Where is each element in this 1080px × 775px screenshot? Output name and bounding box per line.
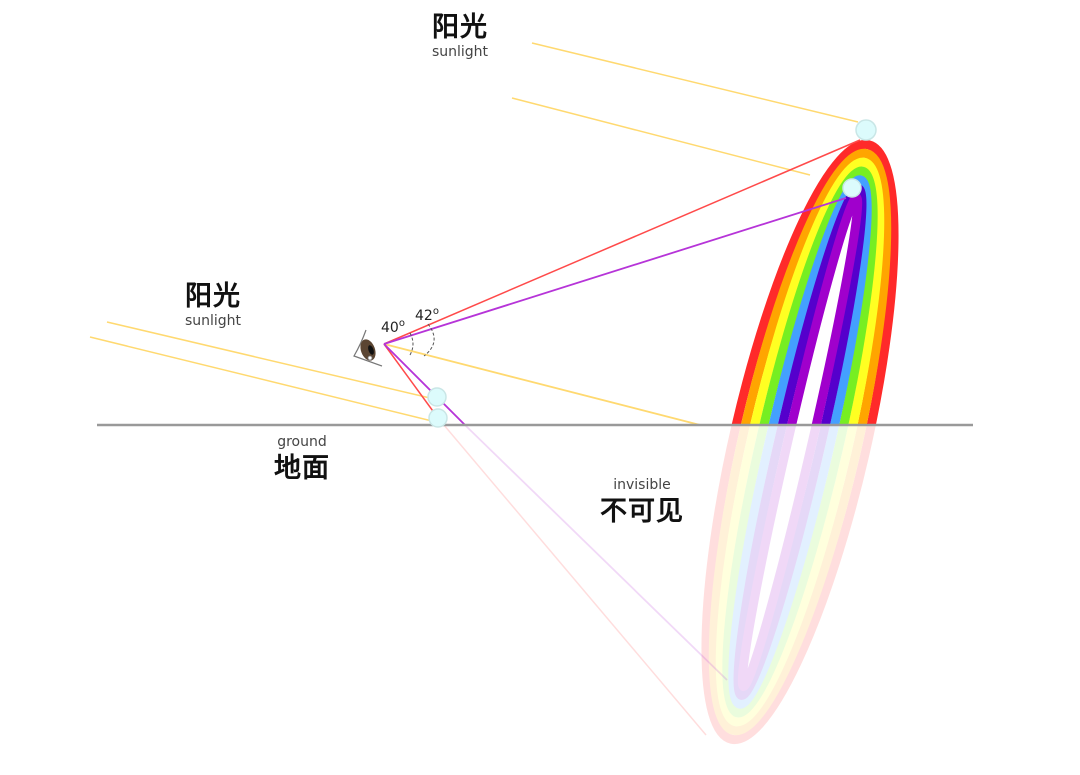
sunlight-label-top: 阳光 sunlight bbox=[422, 14, 498, 59]
red-ray-below-ground bbox=[437, 417, 707, 736]
sunlight-label-left-zh: 阳光 bbox=[185, 281, 241, 312]
red-ray-lower bbox=[383, 343, 439, 419]
red-ray-upper bbox=[383, 139, 861, 345]
droplet-top-red bbox=[855, 119, 877, 141]
sunlight-label-left: 阳光 sunlight bbox=[175, 283, 251, 328]
invisible-label-en: invisible bbox=[613, 477, 671, 493]
droplet-low-violet bbox=[427, 387, 447, 407]
angle-label-40: 40o bbox=[381, 318, 405, 336]
droplet-top-violet bbox=[842, 178, 862, 198]
degree-symbol: o bbox=[398, 318, 405, 329]
sunlight-label-top-en: sunlight bbox=[431, 44, 489, 60]
ground-label-en: ground bbox=[277, 434, 327, 450]
invisible-label: invisible 不可见 bbox=[592, 478, 692, 525]
sunlight-rays-left bbox=[89, 321, 433, 422]
angle-42-value: 42 bbox=[415, 308, 433, 324]
invisible-label-zh: 不可见 bbox=[600, 496, 684, 527]
droplet-low-red bbox=[428, 408, 448, 428]
sunlight-label-left-en: sunlight bbox=[184, 313, 242, 329]
antisolar-line bbox=[383, 343, 701, 426]
sunlight-rays-top bbox=[511, 42, 859, 176]
degree-symbol: o bbox=[432, 306, 439, 317]
angle-label-42: 42o bbox=[415, 306, 439, 324]
angle-arcs bbox=[409, 323, 435, 357]
violet-ray-below-ground bbox=[464, 424, 728, 681]
eye-icon bbox=[353, 329, 383, 367]
violet-ray-lower bbox=[383, 343, 466, 426]
sunlight-label-top-zh: 阳光 bbox=[432, 12, 488, 43]
ground-label-zh: 地面 bbox=[274, 453, 330, 484]
ground-label: ground 地面 bbox=[262, 435, 342, 482]
angle-40-value: 40 bbox=[381, 320, 399, 336]
water-droplets bbox=[427, 119, 877, 428]
violet-ray-upper bbox=[383, 197, 847, 345]
